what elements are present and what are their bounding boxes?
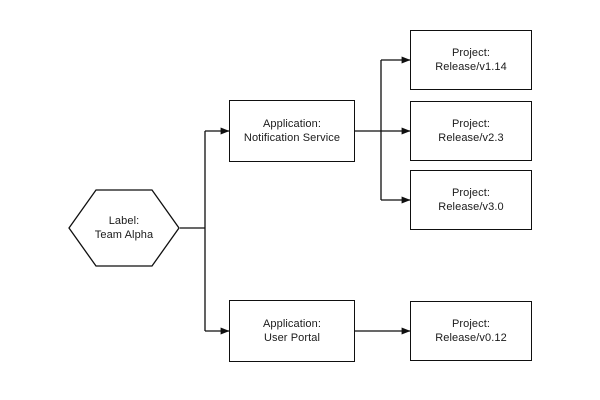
edge-notification-to-projects xyxy=(355,56,411,204)
node-application-notification-service-line1: Application: xyxy=(262,118,322,130)
node-project-release-v1-14-line2: Release/v1.14 xyxy=(435,61,507,73)
edge-team-to-applications xyxy=(180,127,230,335)
node-team-alpha-line2: Team Alpha xyxy=(94,229,154,241)
node-project-release-v2-3[interactable]: Project: Release/v2.3 xyxy=(410,101,532,161)
node-project-release-v0-12-line1: Project: xyxy=(451,318,491,330)
node-application-notification-service[interactable]: Application: Notification Service xyxy=(229,100,355,162)
node-team-alpha[interactable]: Label: Team Alpha xyxy=(68,189,180,267)
node-project-release-v0-12[interactable]: Project: Release/v0.12 xyxy=(410,301,532,361)
node-project-release-v3-0-line2: Release/v3.0 xyxy=(438,201,504,213)
hexagon-shape-icon xyxy=(68,189,180,267)
node-project-release-v2-3-line1: Project: xyxy=(451,118,491,130)
node-application-notification-service-line2: Notification Service xyxy=(243,132,341,144)
node-project-release-v0-12-line2: Release/v0.12 xyxy=(435,332,507,344)
node-project-release-v1-14-line1: Project: xyxy=(451,47,491,59)
node-application-user-portal-line2: User Portal xyxy=(263,332,321,344)
node-project-release-v3-0[interactable]: Project: Release/v3.0 xyxy=(410,170,532,230)
node-project-release-v2-3-line2: Release/v2.3 xyxy=(438,132,504,144)
node-application-user-portal-line1: Application: xyxy=(262,318,322,330)
node-project-release-v1-14[interactable]: Project: Release/v1.14 xyxy=(410,30,532,90)
node-project-release-v3-0-line1: Project: xyxy=(451,187,491,199)
node-team-alpha-line1: Label: xyxy=(108,215,140,227)
node-application-user-portal[interactable]: Application: User Portal xyxy=(229,300,355,362)
